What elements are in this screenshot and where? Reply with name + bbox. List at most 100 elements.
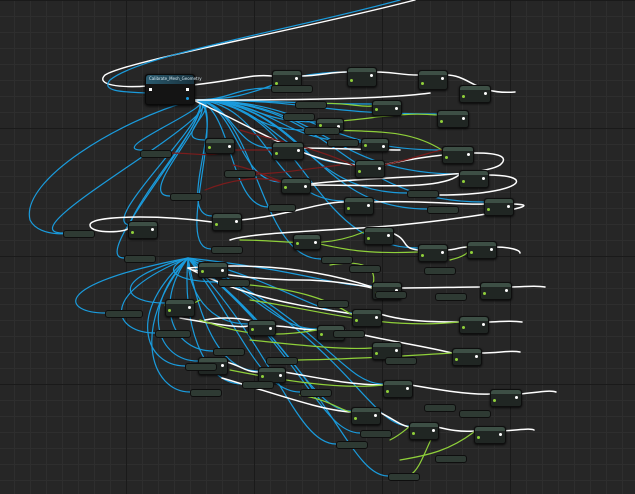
input-pin-icon[interactable] [355,319,358,322]
variable-node[interactable] [327,139,359,147]
function-node[interactable] [347,67,377,87]
output-pin-icon[interactable] [395,349,398,352]
output-pin-icon[interactable] [228,145,231,148]
function-node[interactable] [293,234,321,250]
input-pin-icon[interactable] [421,254,424,257]
output-pin-icon[interactable] [221,364,224,367]
output-pin-icon[interactable] [507,205,510,208]
input-pin-icon[interactable] [261,375,264,378]
input-pin-icon[interactable] [462,180,465,183]
output-pin-icon[interactable] [484,92,487,95]
function-node[interactable] [459,316,489,334]
function-node[interactable] [474,426,506,444]
input-pin-icon[interactable] [251,328,254,331]
function-node[interactable] [418,70,448,90]
output-pin-icon[interactable] [375,316,378,319]
variable-node[interactable] [375,291,407,299]
function-node[interactable] [484,198,514,216]
function-node[interactable] [205,138,235,154]
function-node[interactable] [364,227,394,245]
variable-node[interactable] [321,256,353,264]
variable-node[interactable] [170,193,202,201]
variable-node[interactable] [300,389,332,397]
variable-node[interactable] [105,310,143,318]
input-pin-icon[interactable] [350,79,353,82]
input-pin-icon[interactable] [358,170,361,173]
output-pin-icon[interactable] [188,306,191,309]
input-pin-icon[interactable] [412,432,415,435]
variable-node[interactable] [185,363,217,371]
function-node[interactable] [442,146,474,164]
function-node[interactable] [418,244,448,262]
variable-node[interactable] [268,204,296,212]
input-pin-icon[interactable] [296,242,299,245]
input-pin-icon[interactable] [215,223,218,226]
variable-node[interactable] [333,330,365,338]
output-pin-icon[interactable] [441,251,444,254]
output-pin-icon[interactable] [387,234,390,237]
input-pin-icon[interactable] [470,251,473,254]
variable-node[interactable] [459,410,491,418]
variable-node[interactable] [349,265,381,273]
function-node[interactable] [490,389,522,407]
output-pin-icon[interactable] [467,153,470,156]
output-pin-icon[interactable] [374,414,377,417]
output-pin-icon[interactable] [490,248,493,251]
output-pin-icon[interactable] [151,228,154,231]
function-node[interactable] [459,85,491,103]
output-pin-icon[interactable] [482,177,485,180]
input-pin-icon[interactable] [354,417,357,420]
input-pin-icon[interactable] [462,326,465,329]
input-pin-icon[interactable] [168,309,171,312]
output-pin-icon[interactable] [462,117,465,120]
variable-node[interactable] [155,330,191,338]
input-pin-icon[interactable] [131,231,134,234]
output-pin-icon[interactable] [382,145,385,148]
input-pin-icon[interactable] [462,95,465,98]
input-pin-icon[interactable] [477,436,480,439]
variable-node[interactable] [224,170,256,178]
function-node[interactable] [361,138,389,152]
variable-node[interactable] [304,127,340,135]
variable-node[interactable] [295,101,327,109]
output-pin-icon[interactable] [235,220,238,223]
variable-node[interactable] [140,150,172,158]
input-pin-icon[interactable] [320,333,323,336]
function-node[interactable] [355,160,385,178]
function-node[interactable] [480,282,512,300]
variable-node[interactable] [317,300,349,308]
output-pin-icon[interactable] [314,241,317,244]
function-node[interactable] [351,407,381,425]
function-node[interactable] [281,178,311,194]
input-pin-icon[interactable] [201,270,204,273]
variable-node[interactable] [271,85,313,93]
output-pin-icon[interactable] [499,433,502,436]
variable-node[interactable] [283,113,315,121]
function-node[interactable] [409,422,439,440]
function-node[interactable] [383,380,413,398]
output-pin-icon[interactable] [475,355,478,358]
output-pin-icon[interactable] [395,107,398,110]
function-node[interactable] [352,309,382,327]
input-pin-icon[interactable] [284,186,287,189]
function-node[interactable] [452,348,482,366]
input-pin-icon[interactable] [493,399,496,402]
output-pin-icon[interactable] [482,323,485,326]
variable-node[interactable] [385,357,417,365]
variable-node[interactable] [424,267,456,275]
function-node[interactable] [212,213,242,231]
output-pin-icon[interactable] [441,77,444,80]
exec-out-pin-icon[interactable] [186,88,189,91]
variable-node[interactable] [435,293,467,301]
function-node[interactable] [459,170,489,188]
output-pin-icon[interactable] [395,289,398,292]
variable-node[interactable] [424,404,456,412]
output-pin-icon[interactable] [297,149,300,152]
variable-node[interactable] [435,455,467,463]
variable-node[interactable] [360,430,392,438]
variable-node[interactable] [336,441,368,449]
function-node[interactable] [198,262,228,278]
input-pin-icon[interactable] [275,82,278,85]
output-pin-icon[interactable] [221,269,224,272]
function-node[interactable] [272,142,304,160]
